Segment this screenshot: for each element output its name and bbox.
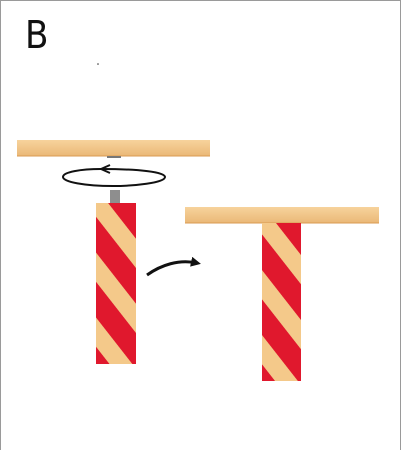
top-board-right xyxy=(185,207,379,223)
rotation-ellipse-arrow-icon xyxy=(63,165,165,186)
striped-post-left xyxy=(96,203,136,364)
connector-peg xyxy=(110,190,120,203)
speck-dot xyxy=(97,63,99,65)
board-socket xyxy=(107,156,121,158)
top-board-left xyxy=(17,140,210,156)
curved-arrow-icon xyxy=(147,262,197,275)
right-assembly-joined xyxy=(185,207,379,381)
striped-post-right xyxy=(262,223,301,381)
left-assembly-separated xyxy=(17,140,210,364)
